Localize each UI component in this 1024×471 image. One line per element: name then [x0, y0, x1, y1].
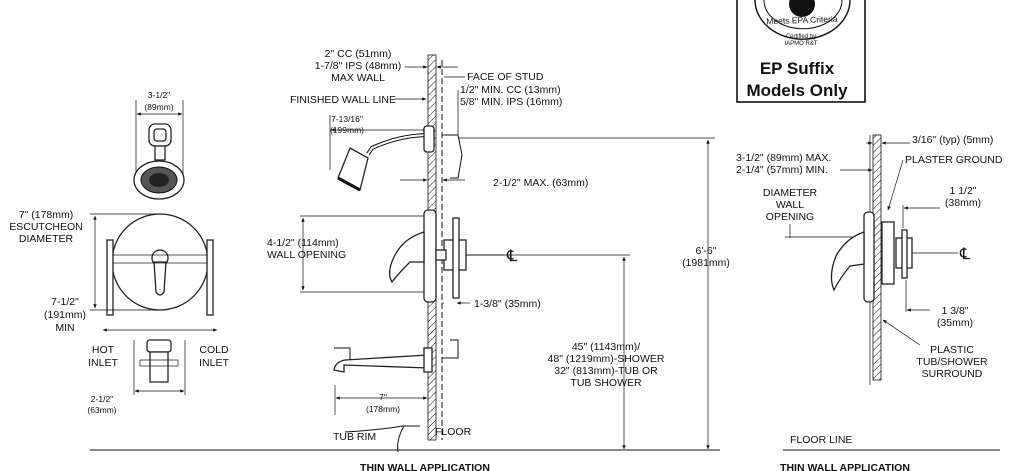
- cc-label-3: MAX WALL: [331, 72, 385, 84]
- depth-35-label: 1-3/8" (35mm): [474, 298, 541, 310]
- min-width-label-3: MIN: [55, 322, 74, 334]
- cold-inlet-label-1: COLD: [199, 344, 229, 356]
- plaster-ground-label: PLASTER GROUND: [905, 154, 1003, 166]
- min-width-label-2: (191mm): [44, 309, 86, 321]
- max-min-label-1: 3-1/2" (89mm) MAX.: [736, 152, 831, 164]
- plastic-label-1: PLASTIC: [930, 344, 974, 356]
- height-label-2: (1981mm): [682, 257, 730, 269]
- valve-detail-icon: [830, 211, 913, 303]
- valve-handle-side-icon: [388, 209, 467, 303]
- tub-rim-label: TUB RIM: [333, 431, 376, 443]
- epa-seal-text: Meets EPA Criteria: [766, 14, 838, 26]
- height-label-1: 6'-6": [696, 245, 717, 257]
- spout-reach-label-1: 7": [379, 392, 387, 402]
- detail-centerline-label: ℄: [959, 246, 971, 263]
- side-bottom-caption: THIN WALL APPLICATION: [360, 462, 490, 471]
- floor-line-label: FLOOR LINE: [790, 434, 852, 446]
- face-of-stud-label: FACE OF STUD: [467, 71, 544, 83]
- head-width-mm-label: (89mm): [144, 102, 173, 112]
- front-view: 3-1/2" (89mm) 7" (178mm) ESCUTCHEON DIAM…: [9, 90, 229, 415]
- hot-inlet-label-1: HOT: [92, 344, 115, 356]
- wall-opening-label-1: 4-1/2" (114mm): [267, 237, 339, 249]
- escutcheon-label-3: DIAMETER: [19, 233, 74, 245]
- shower-head-front-icon: [133, 123, 185, 200]
- head-width-label: 3-1/2": [148, 90, 170, 100]
- d38-label-2: (38mm): [945, 197, 981, 209]
- d38-label-1: 1 1/2": [949, 185, 976, 197]
- spout-reach-label-2: (178mm): [366, 404, 400, 414]
- detail-view: 3/16" (typ) (5mm) PLASTER GROUND 3-1/2" …: [736, 134, 1003, 471]
- badge-line-1: EP Suffix: [760, 59, 835, 78]
- cc-label-2: 1-7/8" IPS (48mm): [315, 60, 402, 72]
- min-ips-label: 5/8" MIN. IPS (16mm): [460, 96, 562, 108]
- valve-height-label-2: 48" (1219mm)-SHOWER: [548, 353, 665, 365]
- wall-opening-label-2: WALL OPENING: [267, 249, 346, 261]
- valve-trim-front-icon: [111, 213, 209, 311]
- spout-width-label-2: (63mm): [87, 405, 116, 415]
- floor-label: FLOOR: [435, 426, 472, 438]
- epa-badge: Meets EPA Criteria Certified by IAPMO R&…: [736, 0, 866, 103]
- valve-height-label-4: TUB SHOWER: [570, 377, 642, 389]
- cc-label-1: 2" CC (51mm): [325, 48, 392, 60]
- max-min-label-2: 2-1/4" (57mm) MIN.: [736, 164, 828, 176]
- max-63-label: 2-1/2" MAX. (63mm): [493, 177, 588, 189]
- epa-certified-label: Certified by: [786, 34, 816, 40]
- detail-bottom-caption: THIN WALL APPLICATION: [780, 462, 910, 471]
- finished-wall-label: FINISHED WALL LINE: [290, 94, 396, 106]
- tub-spout-side-icon: [333, 339, 459, 373]
- d35-label-1: 1 3/8": [941, 305, 968, 317]
- valve-height-label-1: 45" (1143mm)/: [572, 341, 640, 353]
- d35-label-2: (35mm): [937, 317, 973, 329]
- side-centerline-label: ℄: [506, 248, 518, 265]
- side-view: 2" CC (51mm) 1-7/8" IPS (48mm) MAX WALL …: [90, 48, 730, 471]
- hot-inlet-label-2: INLET: [88, 357, 118, 369]
- diameter-label-3: OPENING: [766, 211, 814, 223]
- typ-label: 3/16" (typ) (5mm): [912, 134, 993, 146]
- spout-width-label-1: 2-1/2": [91, 394, 113, 404]
- arm-length-label-1: 7-13/16": [331, 114, 363, 124]
- escutcheon-label-1: 7" (178mm): [19, 209, 74, 221]
- badge-line-2: Models Only: [746, 81, 848, 100]
- diameter-label-2: WALL: [776, 199, 804, 211]
- escutcheon-label-2: ESCUTCHEON: [9, 221, 83, 233]
- plastic-label-3: SURROUND: [922, 368, 983, 380]
- epa-seal-icon: [754, 0, 851, 40]
- cold-inlet-label-2: INLET: [199, 357, 229, 369]
- diameter-label-1: DIAMETER: [763, 187, 818, 199]
- tub-spout-front-icon: [139, 339, 179, 383]
- plastic-label-2: TUB/SHOWER: [916, 356, 988, 368]
- shower-head-side-icon: [337, 125, 463, 192]
- epa-certifier-label: IAPMO R&T: [784, 41, 817, 47]
- min-width-label-1: 7-1/2": [51, 296, 79, 308]
- valve-height-label-3: 32" (813mm)-TUB OR: [554, 365, 658, 377]
- min-cc-label: 1/2" MIN. CC (13mm): [460, 84, 561, 96]
- arm-length-label-2: (199mm): [330, 125, 364, 135]
